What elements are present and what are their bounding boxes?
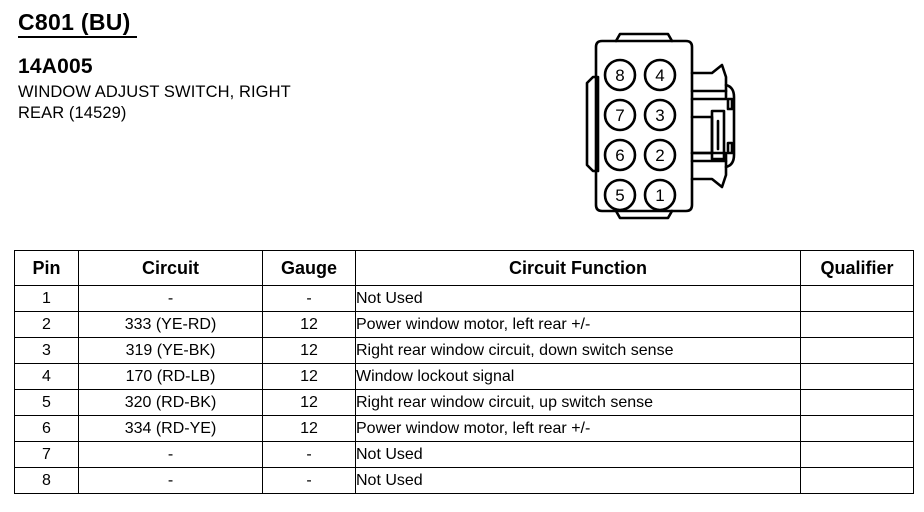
table-cell-function: Not Used (355, 285, 801, 312)
table-cell-function: Right rear window circuit, down switch s… (355, 337, 801, 364)
table-cell-qualifier (800, 363, 914, 390)
table-cell-circuit: 170 (RD-LB) (78, 363, 263, 390)
table-cell-gauge: - (262, 467, 356, 494)
pin-number-8: 8 (615, 66, 624, 85)
pin-number-2: 2 (655, 146, 664, 165)
table-cell-pin: 5 (14, 389, 79, 416)
table-cell-gauge: 12 (262, 389, 356, 416)
table-cell-gauge: 12 (262, 363, 356, 390)
table-header-row: Pin Circuit Gauge Circuit Function Quali… (14, 250, 914, 286)
table-row: 7--Not Used (14, 441, 914, 468)
table-cell-gauge: 12 (262, 337, 356, 364)
column-header-qualifier: Qualifier (800, 250, 914, 286)
connector-left-flange (585, 75, 600, 173)
column-header-circuit: Circuit (78, 250, 263, 286)
column-header-gauge: Gauge (262, 250, 356, 286)
table-header: Pin Circuit Gauge Circuit Function Quali… (14, 250, 914, 286)
table-cell-circuit: - (78, 285, 263, 312)
table-cell-pin: 3 (14, 337, 79, 364)
table-cell-function: Power window motor, left rear +/- (355, 415, 801, 442)
table-cell-function: Window lockout signal (355, 363, 801, 390)
pin-cavity-8 (603, 58, 637, 92)
pin-number-5: 5 (615, 186, 624, 205)
connector-id-title: C801 (BU) (18, 10, 137, 39)
part-number: 14A005 (18, 55, 93, 79)
pin-cavity-3 (643, 98, 677, 132)
table-cell-circuit: - (78, 467, 263, 494)
table-cell-function: Right rear window circuit, up switch sen… (355, 389, 801, 416)
connector-upper-locking-tab (690, 63, 728, 101)
column-header-function: Circuit Function (355, 250, 801, 286)
table-cell-qualifier (800, 337, 914, 364)
connector-latch-detent-lower (726, 141, 734, 155)
connector-bottom-notch (614, 209, 674, 220)
table-cell-gauge: - (262, 285, 356, 312)
table-cell-pin: 4 (14, 363, 79, 390)
connector-top-notch (614, 32, 674, 43)
table-cell-pin: 1 (14, 285, 79, 312)
component-description: WINDOW ADJUST SWITCH, RIGHT REAR (14529) (18, 82, 438, 124)
table-cell-gauge: 12 (262, 415, 356, 442)
connector-diagram: 8 4 7 3 6 2 5 1 (560, 25, 760, 225)
table-cell-qualifier (800, 441, 914, 468)
table-cell-function: Not Used (355, 467, 801, 494)
table-cell-circuit: 333 (YE-RD) (78, 311, 263, 338)
pin-number-labels: 8 4 7 3 6 2 5 1 (615, 66, 664, 205)
connector-right-latch-rail (724, 83, 736, 169)
pin-cavity-7 (603, 98, 637, 132)
connector-middle-keyway-post (710, 109, 726, 161)
table-cell-qualifier (800, 415, 914, 442)
table-cell-circuit: 319 (YE-BK) (78, 337, 263, 364)
pin-cavity-6 (603, 138, 637, 172)
pin-number-3: 3 (655, 106, 664, 125)
table-cell-qualifier (800, 389, 914, 416)
component-description-line-2: REAR (14529) (18, 104, 127, 123)
table-cell-qualifier (800, 467, 914, 494)
pin-table-container: Pin Circuit Gauge Circuit Function Quali… (14, 250, 914, 494)
connector-diagram-svg: 8 4 7 3 6 2 5 1 (585, 32, 736, 220)
connector-body-outline (594, 39, 694, 213)
pin-number-1: 1 (655, 186, 664, 205)
table-cell-pin: 8 (14, 467, 79, 494)
connector-latch-detent-upper (726, 97, 734, 111)
pin-number-4: 4 (655, 66, 664, 85)
table-cell-qualifier (800, 311, 914, 338)
pin-cavity-5 (603, 178, 637, 212)
pin-number-6: 6 (615, 146, 624, 165)
table-cell-pin: 2 (14, 311, 79, 338)
pin-number-7: 7 (615, 106, 624, 125)
connector-lower-locking-tab (690, 151, 728, 189)
table-cell-gauge: 12 (262, 311, 356, 338)
table-cell-function: Not Used (355, 441, 801, 468)
pin-cavity-2 (643, 138, 677, 172)
connector-middle-keyway-block (690, 115, 714, 155)
pin-assignment-table: Pin Circuit Gauge Circuit Function Quali… (14, 250, 914, 494)
table-row: 1--Not Used (14, 285, 914, 312)
table-cell-circuit: - (78, 441, 263, 468)
pin-cavity-1 (643, 178, 677, 212)
table-cell-qualifier (800, 285, 914, 312)
connector-header: C801 (BU) 14A005 WINDOW ADJUST SWITCH, R… (18, 10, 438, 124)
pin-cavity-4 (643, 58, 677, 92)
table-cell-circuit: 334 (RD-YE) (78, 415, 263, 442)
table-cell-pin: 6 (14, 415, 79, 442)
table-cell-pin: 7 (14, 441, 79, 468)
component-description-line-1: WINDOW ADJUST SWITCH, RIGHT (18, 83, 291, 102)
table-cell-function: Power window motor, left rear +/- (355, 311, 801, 338)
table-cell-circuit: 320 (RD-BK) (78, 389, 263, 416)
table-cell-gauge: - (262, 441, 356, 468)
table-row: 8--Not Used (14, 467, 914, 494)
column-header-pin: Pin (14, 250, 79, 286)
